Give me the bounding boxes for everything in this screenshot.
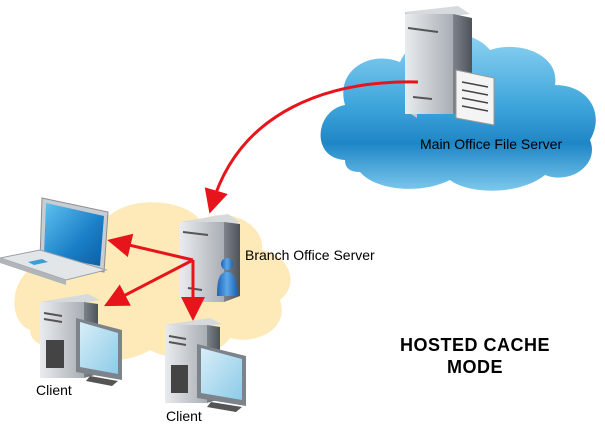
diagram-title: HOSTED CACHE MODE bbox=[375, 334, 575, 378]
laptop-icon bbox=[0, 197, 109, 285]
main-server-label: Main Office File Server bbox=[420, 136, 563, 152]
client2-label: Client bbox=[166, 408, 202, 424]
connection-branch-to-laptop bbox=[107, 233, 194, 262]
branch-server-label: Branch Office Server bbox=[245, 247, 375, 263]
document-icon bbox=[455, 69, 495, 126]
title-line-2: MODE bbox=[447, 357, 503, 377]
title-line-1: HOSTED CACHE bbox=[399, 335, 550, 355]
connection-branch-to-client1 bbox=[104, 258, 194, 307]
connection-main-to-branch bbox=[204, 80, 419, 214]
client1-computer-icon bbox=[40, 294, 122, 386]
client2-computer-icon bbox=[165, 318, 246, 412]
client1-label: Client bbox=[36, 382, 72, 398]
user-icon bbox=[217, 258, 237, 296]
